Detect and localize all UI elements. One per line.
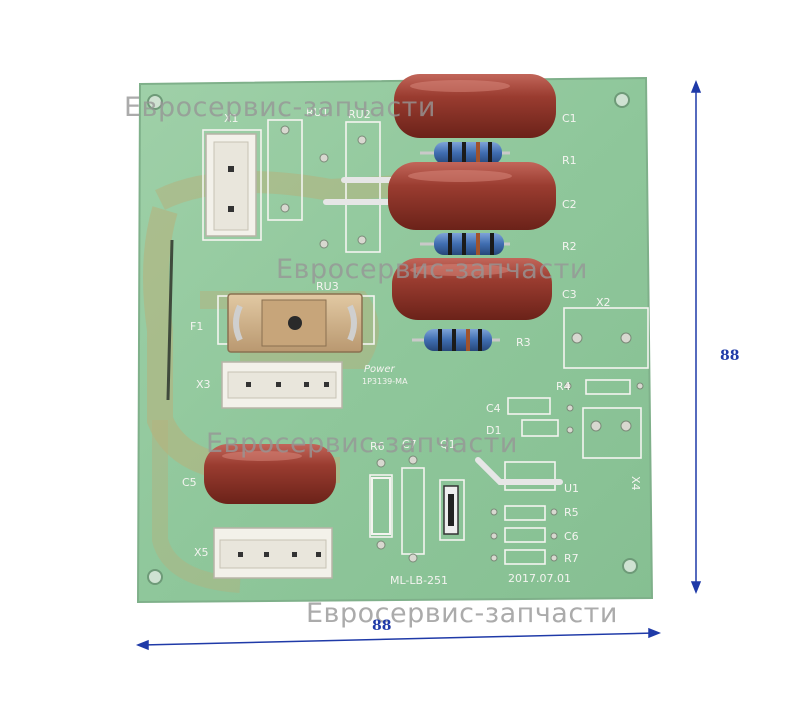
connector-x1 — [205, 133, 257, 237]
watermark: Евросервис-запчасти — [124, 92, 436, 123]
resistor-r6 — [371, 477, 391, 535]
label-x5: X5 — [194, 546, 209, 559]
label-r2: R2 — [562, 240, 577, 253]
capacitor-c1 — [394, 74, 556, 138]
watermark: Евросервис-запчасти — [276, 254, 588, 285]
label-r5: R5 — [564, 506, 579, 519]
capacitor-c2 — [388, 162, 556, 230]
silkscreen-outlines — [202, 119, 649, 565]
label-r7: R7 — [564, 552, 579, 565]
capacitor-c5 — [204, 444, 336, 504]
label-rv2: RU2 — [348, 108, 371, 121]
connector-x5 — [213, 527, 333, 579]
label-c7: C7 — [402, 438, 417, 451]
label-r1: R1 — [562, 154, 577, 167]
label-power: Power — [364, 364, 395, 375]
label-c2: C2 — [562, 198, 577, 211]
label-c4: C4 — [486, 402, 501, 415]
label-q1: Q1 — [440, 438, 456, 451]
resistor-r1 — [420, 142, 510, 164]
width-dimension-label: 88 — [372, 618, 392, 634]
label-date: 2017.07.01 — [508, 572, 571, 585]
label-f1: F1 — [190, 320, 203, 333]
silkscreen-labels: X1 RU1 RU2 RU3 C1 R1 C2 R2 C3 R3 X2 F1 X… — [182, 106, 642, 587]
label-x1: X1 — [224, 112, 239, 125]
label-c1: C1 — [562, 112, 577, 125]
label-d1: D1 — [486, 424, 501, 437]
label-r3: R3 — [516, 336, 531, 349]
solder-pads — [280, 125, 644, 563]
watermark: Евросервис-запчасти — [206, 428, 518, 459]
connector-x3 — [221, 361, 343, 409]
label-c6: C6 — [564, 530, 579, 543]
label-x2: X2 — [596, 296, 611, 309]
label-rv3: RU3 — [316, 280, 339, 293]
label-rv1: RU1 — [306, 106, 329, 119]
capacitor-c3 — [392, 258, 552, 320]
label-x4: X4 — [629, 476, 642, 491]
height-dimension-label: 88 — [720, 348, 740, 364]
mounting-holes — [147, 92, 638, 585]
label-board-id: ML-LB-251 — [390, 574, 448, 587]
label-r4: R4 — [556, 380, 571, 393]
ic-q1 — [443, 485, 459, 535]
resistor-r2 — [420, 233, 510, 255]
label-r6: R6 — [370, 440, 385, 453]
fuse-holder — [227, 293, 363, 353]
label-u1: U1 — [564, 482, 579, 495]
jumper-wires — [323, 177, 563, 485]
dimension-lines — [135, 79, 702, 651]
label-x3: X3 — [196, 378, 211, 391]
resistor-r3 — [412, 329, 500, 351]
label-c5: C5 — [182, 476, 197, 489]
label-c3: C3 — [562, 288, 577, 301]
label-model: 1P3139-MA — [362, 377, 408, 386]
watermark: Евросервис-запчасти — [306, 598, 618, 629]
